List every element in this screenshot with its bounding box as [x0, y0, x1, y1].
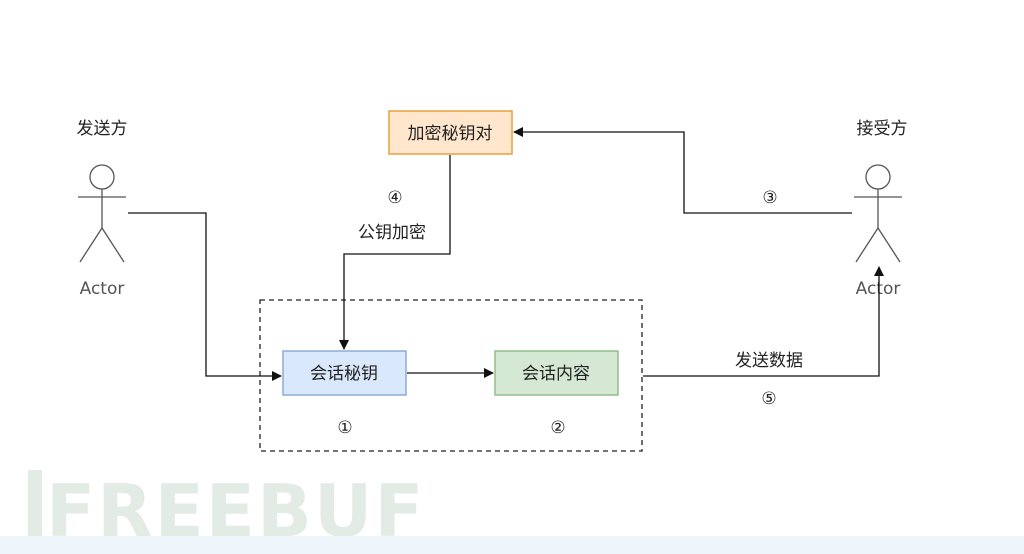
key-pair-box[interactable]: 加密秘钥对: [388, 110, 513, 155]
key-pair-label: 加密秘钥对: [408, 124, 493, 144]
public-key-encrypt-label: 公钥加密: [358, 223, 426, 243]
session-key-box[interactable]: 会话秘钥: [282, 350, 407, 396]
edge-content-to-receiver: [643, 266, 884, 377]
receiver-actor: [854, 164, 902, 263]
step5-label: ⑤: [761, 389, 776, 409]
edge-receiver-to-key-pair: [513, 127, 852, 214]
session-content-label: 会话内容: [522, 364, 590, 384]
sender-actor-label: Actor: [80, 279, 125, 299]
step4-label: ④: [387, 188, 402, 208]
session-key-label: 会话秘钥: [310, 364, 378, 384]
step2-marker: ②: [550, 418, 565, 438]
step3-label: ③: [762, 188, 777, 208]
bottom-strip: [0, 536, 1024, 554]
edge-sender-to-session-key: [128, 212, 282, 381]
session-content-box[interactable]: 会话内容: [494, 350, 619, 396]
sender-head-icon: [89, 164, 115, 190]
edge-key-pair-to-session-key: [339, 155, 451, 350]
step1-marker: ①: [337, 418, 352, 438]
send-data-label: 发送数据: [735, 351, 803, 371]
sender-role-label: 发送方: [77, 119, 128, 139]
receiver-actor-label: Actor: [856, 279, 901, 299]
sender-actor: [78, 164, 126, 263]
receiver-head-icon: [865, 164, 891, 190]
receiver-role-label: 接受方: [857, 119, 908, 139]
